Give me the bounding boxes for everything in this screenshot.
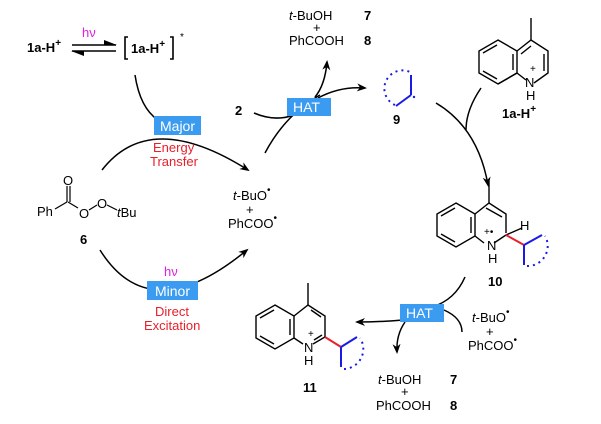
quinolinium-h: H — [526, 88, 535, 103]
hat-top-box: HAT — [287, 98, 331, 116]
reagent-2-label: 2 — [235, 103, 242, 118]
svg-text:7: 7 — [450, 372, 457, 387]
peroxide-6-structure: Ph O O O tBu 6 — [37, 173, 137, 247]
adduct-charge: +• — [484, 227, 494, 238]
bottom-radicals: t-BuO• + PhCOO• — [468, 307, 518, 353]
tbu-label: tBu — [117, 205, 137, 220]
svg-text:t-BuOH: t-BuOH — [378, 372, 421, 387]
adduct-to-hat-arc — [431, 276, 466, 308]
minor-label: Minor — [155, 283, 190, 299]
product-nh: H — [304, 353, 313, 368]
addition-arrow — [435, 102, 491, 187]
direct-label: Direct — [155, 304, 189, 319]
top-products: t-BuOH 7 + PhCOOH 8 — [289, 8, 371, 48]
ch-bond — [505, 227, 523, 236]
excitation-label: Excitation — [144, 318, 200, 333]
svg-text:8: 8 — [450, 398, 457, 413]
svg-text:+: + — [401, 384, 409, 399]
compound-9-number: 9 — [393, 112, 400, 127]
phcooh-label: PhCOOH — [289, 33, 344, 48]
radical-9-structure: 9 — [383, 69, 416, 127]
hat-to-byproducts-arrow — [392, 321, 406, 354]
excited-to-major-arc — [134, 74, 159, 121]
major-arc-arrow — [101, 138, 250, 172]
compound-11-number: 11 — [303, 380, 317, 395]
compound-7-number: 7 — [364, 8, 371, 23]
bracket-right-icon — [170, 36, 174, 60]
product-cc-bond-red — [324, 336, 342, 348]
peroxide-o2: O — [97, 196, 107, 211]
1aH-left-label: 1a-H+ — [27, 38, 61, 55]
hat-bottom-box: HAT — [400, 304, 444, 322]
phcoo-radical: PhCOO• — [228, 213, 278, 231]
carbonyl-o: O — [63, 173, 73, 188]
hat-bottom-label: HAT — [406, 305, 433, 321]
radicals-to-hat-arc — [443, 309, 463, 333]
tbuo-radical: t-BuO• — [233, 185, 271, 203]
1aH-excited-label: 1a-H+ — [131, 39, 165, 56]
plus-sign: + — [313, 20, 321, 35]
transfer-label: Transfer — [150, 154, 199, 169]
hat-to-products-arrow — [314, 60, 331, 98]
compound-10-number: 10 — [488, 274, 502, 289]
reagent-2-arc — [253, 112, 295, 119]
equilibrium: 1a-H+ hν 1a-H+ * — [27, 25, 184, 60]
hat-top-label: HAT — [293, 99, 320, 115]
adduct-10-structure — [436, 181, 507, 248]
minor-hv-label: hν — [164, 264, 178, 279]
adduct-ch-h: H — [520, 218, 529, 233]
svg-text:t-BuO•: t-BuO• — [472, 307, 510, 325]
adduct-nh: H — [488, 251, 497, 266]
bracket-left-icon — [124, 36, 128, 60]
minor-box: Minor — [147, 281, 198, 300]
svg-text:+: + — [486, 324, 494, 339]
major-box: Major — [154, 116, 201, 135]
hat-to-product-arrow — [355, 317, 404, 326]
quinolinium-label: 1a-H+ — [502, 104, 536, 121]
tbuoh-label: t-BuOH — [289, 8, 332, 23]
new-cc-bond-red — [505, 234, 525, 246]
product-11-structure — [255, 283, 326, 350]
svg-text:PhCOO•: PhCOO• — [468, 335, 518, 353]
quinolinium-charge: + — [530, 64, 536, 75]
major-label: Major — [160, 118, 195, 134]
product-charge: + — [308, 329, 314, 340]
hv-label: hν — [82, 25, 96, 40]
radicals-center: t-BuO• + PhCOO• — [228, 185, 278, 231]
excited-star: * — [180, 32, 184, 43]
compound-8-number: 8 — [364, 33, 371, 48]
product-cycloalkyl — [340, 336, 365, 370]
product-n: N — [304, 340, 313, 355]
svg-text:PhCOOH: PhCOOH — [376, 398, 431, 413]
adduct-cycloalkyl — [523, 234, 549, 268]
quinolinium-structure — [478, 18, 549, 85]
peroxide-o1: O — [79, 206, 89, 221]
hat-to-radical9-arrow — [317, 83, 367, 99]
quinolinium-n: N — [525, 75, 534, 90]
compound-6-number: 6 — [80, 232, 87, 247]
bottom-products: t-BuOH 7 + PhCOOH 8 — [376, 372, 457, 413]
adduct-n: N — [487, 238, 496, 253]
equilibrium-arrows-icon — [71, 40, 117, 56]
ph-label: Ph — [37, 204, 53, 219]
plus-sign: + — [246, 202, 254, 217]
energy-label: Energy — [153, 140, 195, 155]
quinolinium-join-arc — [465, 87, 482, 131]
